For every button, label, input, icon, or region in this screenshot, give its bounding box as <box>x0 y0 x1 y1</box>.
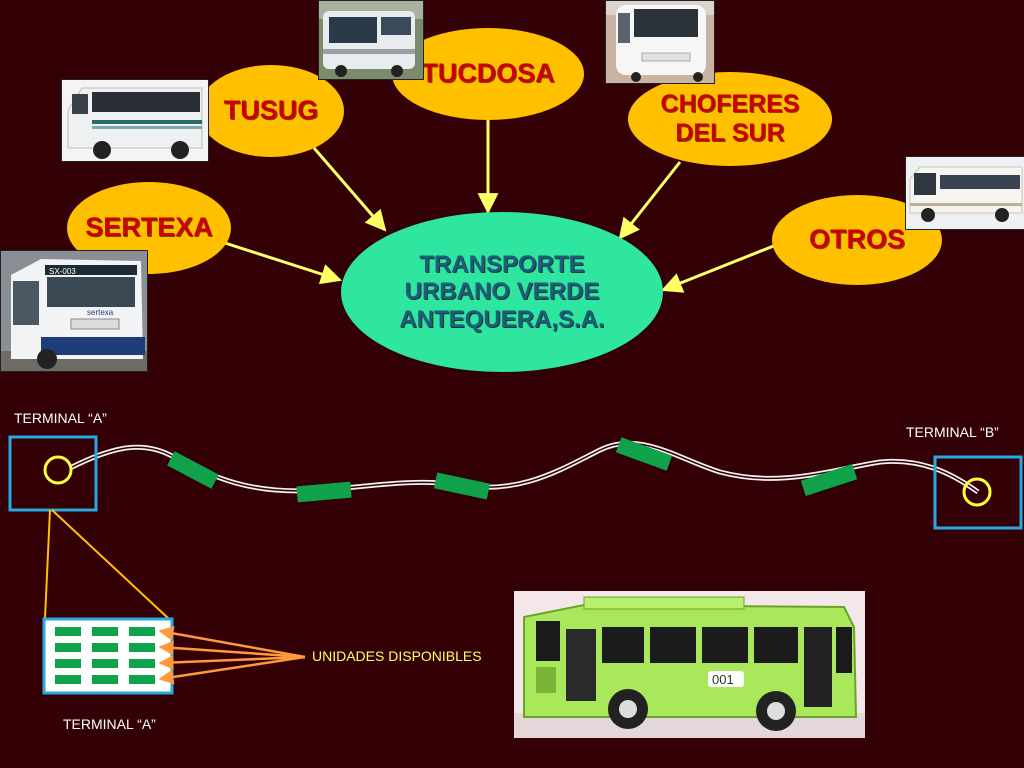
arrow-otros <box>661 243 777 293</box>
node-tusug: TUSUG <box>198 65 344 157</box>
arrow-tusug <box>312 147 387 232</box>
center-line3: ANTEQUERA,S.A. <box>399 305 605 333</box>
node-tucdosa-label: TUCDOSA <box>421 58 555 89</box>
photo-tucdosa-bus <box>318 0 424 80</box>
terminal-a-stop <box>43 455 73 485</box>
zoom-line-left <box>44 509 51 619</box>
sertexa-brand-text: sertexa <box>87 308 114 317</box>
node-sertexa-label: SERTEXA <box>85 212 213 243</box>
arrow-choferes <box>618 161 682 240</box>
node-choferes-del-sur: CHOFERES DEL SUR <box>628 72 832 166</box>
sertexa-plate-text: SX-003 <box>49 267 76 276</box>
photo-choferes-bus <box>605 0 715 84</box>
node-center: TRANSPORTE URBANO VERDE ANTEQUERA,S.A. <box>341 212 663 372</box>
zoom-line-right <box>51 509 169 619</box>
terminal-b-label: TERMINAL “B” <box>906 424 999 440</box>
node-choferes-line2: DEL SUR <box>675 119 785 147</box>
terminal-b-box <box>933 455 1023 530</box>
node-choferes-line1: CHOFERES <box>660 90 800 119</box>
bus-unit <box>167 451 219 489</box>
terminal-b-stop <box>962 477 992 507</box>
bus-number-text: 001 <box>712 672 734 687</box>
photo-tusug-bus <box>61 79 209 162</box>
photo-green-bus-model: 001 <box>514 591 865 738</box>
center-line1: TRANSPORTE <box>419 250 585 278</box>
node-otros-label: OTROS <box>808 224 905 255</box>
node-tucdosa: TUCDOSA <box>392 28 584 120</box>
terminal-a-bottom-label: TERMINAL “A” <box>63 716 156 732</box>
bus-unit <box>296 481 352 503</box>
node-tusug-label: TUSUG <box>223 95 319 126</box>
available-units-grid <box>55 627 155 684</box>
orange-arrows <box>158 626 306 685</box>
bus-unit <box>800 464 858 496</box>
terminal-a-box <box>8 435 98 512</box>
photo-sertexa-bus: SX-003 sertexa <box>0 250 148 372</box>
unidades-disponibles-label: UNIDADES DISPONIBLES <box>312 648 482 664</box>
bus-unit <box>615 437 673 471</box>
bus-unit <box>433 472 491 500</box>
arrow-sertexa <box>224 241 342 285</box>
photo-otros-bus <box>905 156 1024 230</box>
terminal-a-top-label: TERMINAL “A” <box>14 410 107 426</box>
center-line2: URBANO VERDE <box>404 278 600 306</box>
